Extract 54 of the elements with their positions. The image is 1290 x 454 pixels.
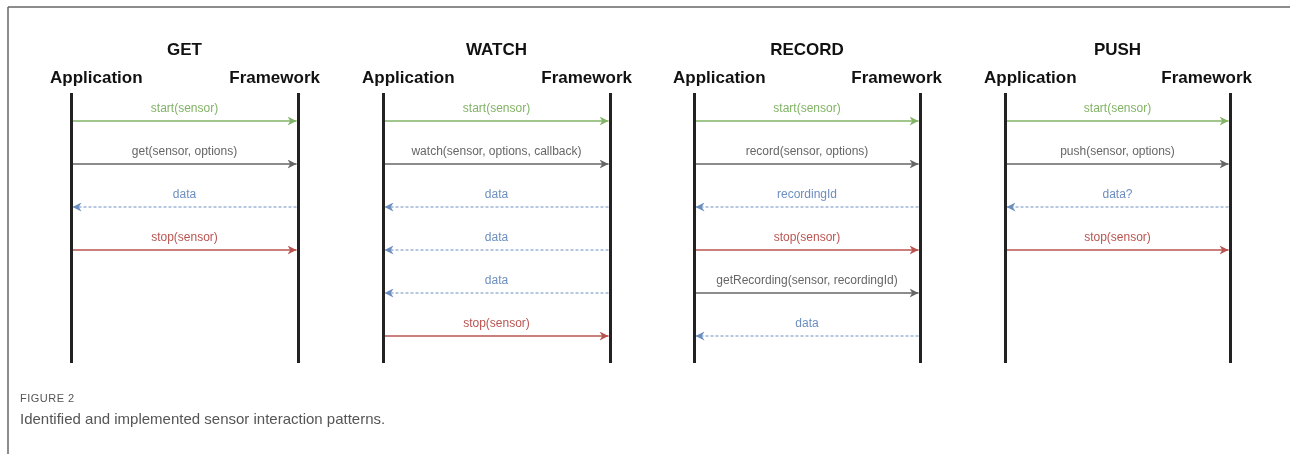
- arrow: [1005, 116, 1230, 126]
- arrow: [71, 159, 298, 169]
- arrow: [383, 116, 610, 126]
- figure-number: FIGURE 2: [20, 392, 75, 404]
- arrow: [695, 202, 919, 212]
- edge-label: data: [482, 273, 511, 287]
- participant-label: Application: [50, 68, 143, 87]
- participant-label: Framework: [1161, 68, 1252, 87]
- arrow: [694, 245, 920, 255]
- arrow: [71, 116, 298, 126]
- arrow: [383, 159, 610, 169]
- edge-label: start(sensor): [1081, 101, 1154, 115]
- edge-label: stop(sensor): [149, 230, 220, 244]
- arrow: [1006, 202, 1229, 212]
- participant-label: Application: [984, 68, 1077, 87]
- arrow: [1005, 159, 1230, 169]
- edge-label: get(sensor, options): [129, 144, 240, 158]
- arrow: [383, 331, 610, 341]
- arrow: [694, 116, 920, 126]
- edge-label: data: [793, 316, 821, 330]
- edge-label: start(sensor): [460, 101, 533, 115]
- arrow: [71, 245, 298, 255]
- pattern-title: GET: [167, 40, 202, 60]
- edge-label: recordingId: [775, 187, 839, 201]
- arrow: [1005, 245, 1230, 255]
- edge-label: data: [482, 187, 511, 201]
- participant-label: Framework: [541, 68, 632, 87]
- edge-label: start(sensor): [148, 101, 221, 115]
- edge-label: stop(sensor): [461, 316, 532, 330]
- arrow: [384, 202, 609, 212]
- arrow: [694, 159, 920, 169]
- edge-label: watch(sensor, options, callback): [409, 144, 584, 158]
- arrow: [384, 288, 609, 298]
- pattern-title: PUSH: [1093, 40, 1142, 60]
- edge-label: data: [170, 187, 199, 201]
- edge-label: record(sensor, options): [743, 144, 871, 158]
- participant-label: Application: [673, 68, 766, 87]
- arrow: [694, 288, 920, 298]
- participant-label: Framework: [851, 68, 942, 87]
- arrow: [72, 202, 297, 212]
- pattern-title: WATCH: [465, 40, 528, 60]
- arrow: [384, 245, 609, 255]
- edge-label: push(sensor, options): [1058, 144, 1177, 158]
- edge-label: data: [482, 230, 511, 244]
- pattern-title: RECORD: [770, 40, 844, 60]
- arrow: [695, 331, 919, 341]
- edge-label: stop(sensor): [771, 230, 843, 244]
- edge-label: getRecording(sensor, recordingId): [714, 273, 900, 287]
- edge-label: stop(sensor): [1082, 230, 1153, 244]
- figure-caption: Identified and implemented sensor interaction patterns.: [20, 410, 386, 427]
- edge-label: start(sensor): [771, 101, 843, 115]
- participant-label: Framework: [229, 68, 320, 87]
- participant-label: Application: [362, 68, 455, 87]
- edge-label: data?: [1100, 187, 1135, 201]
